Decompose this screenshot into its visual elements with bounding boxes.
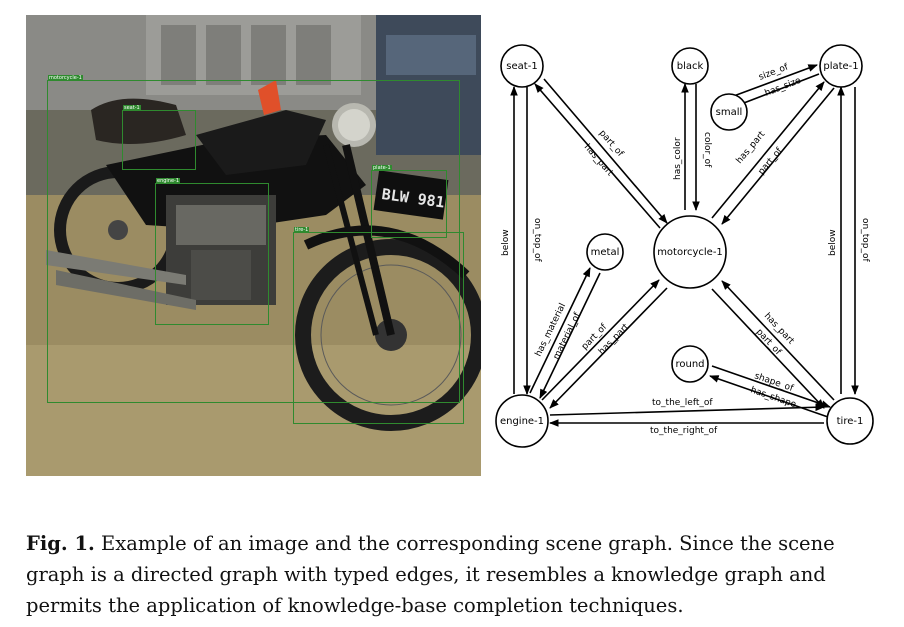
edge-tire-has-part xyxy=(721,280,835,401)
figure-caption: Fig. 1. Example of an image and the corr… xyxy=(26,528,894,621)
label-to-the-right-of: to_the_right_of xyxy=(650,426,718,436)
caption-line-1: Fig. 1. Example of an image and the corr… xyxy=(26,528,894,559)
bbox-engine: engine-1 xyxy=(155,178,269,325)
label-plate-on-top-of: on_top_of xyxy=(860,218,870,262)
label-seat-on-top-of: on_top_of xyxy=(532,218,542,262)
bbox-tag-plate: plate-1 xyxy=(372,165,392,171)
bbox-motorcycle: motorcycle-1 xyxy=(47,75,460,403)
node-small xyxy=(710,93,748,131)
node-motorcycle xyxy=(653,215,727,289)
node-engine xyxy=(495,394,549,448)
label-size-of: size_of xyxy=(757,62,790,83)
label-color-of: color_of xyxy=(702,132,712,168)
bbox-plate: plate-1 xyxy=(371,165,447,238)
node-label-seat: seat-1 xyxy=(506,61,537,72)
label-to-the-left-of: to_the_left_of xyxy=(652,398,713,408)
edge-has-material xyxy=(529,267,591,394)
label-plate-has-part: has_part xyxy=(735,129,768,166)
bbox-seat: seat-1 xyxy=(122,105,196,170)
edge-shape-of xyxy=(711,365,831,408)
bbox-tag-tire: tire-1 xyxy=(294,227,310,233)
edge-engine-has-part xyxy=(549,287,668,409)
caption-line-2: graph is a directed graph with typed edg… xyxy=(26,563,826,586)
label-plate-below: below xyxy=(828,229,838,256)
edge-has-size xyxy=(735,73,820,107)
edge-plate-part-of xyxy=(721,87,835,225)
edge-has-shape xyxy=(709,375,829,418)
scene-graph: part_of has_part has_color color_of has_… xyxy=(484,30,904,460)
edge-tire-part-of xyxy=(711,288,825,409)
node-label-small: small xyxy=(716,107,743,118)
node-black xyxy=(671,47,709,85)
node-seat xyxy=(500,44,544,88)
edge-seat-has-part xyxy=(534,83,661,229)
caption-text-1: Example of an image and the correspondin… xyxy=(101,532,835,555)
edge-engine-part-of xyxy=(541,279,660,401)
node-label-round: round xyxy=(675,359,704,370)
node-label-metal: metal xyxy=(591,247,620,258)
edge-to-the-left-of xyxy=(549,403,825,416)
edge-material-of xyxy=(539,272,601,399)
label-has-color: has_color xyxy=(673,137,683,180)
node-metal xyxy=(586,233,624,271)
bbox-tag-engine: engine-1 xyxy=(156,178,181,184)
node-label-engine: engine-1 xyxy=(500,416,544,427)
motorcycle-photo: BLW 981 xyxy=(26,15,481,476)
bbox-tag-motorcycle: motorcycle-1 xyxy=(48,75,83,81)
node-label-black: black xyxy=(677,61,704,72)
edge-size-of xyxy=(730,64,818,98)
edge-plate-has-part xyxy=(711,81,825,219)
bbox-tag-seat: seat-1 xyxy=(123,105,141,111)
node-plate xyxy=(819,44,863,88)
node-label-motorcycle: motorcycle-1 xyxy=(657,247,723,258)
node-label-plate: plate-1 xyxy=(823,61,858,72)
label-plate-part-of: part_of xyxy=(757,146,786,177)
node-tire xyxy=(826,397,874,445)
caption-line-3: permits the application of knowledge-bas… xyxy=(26,594,684,617)
edge-seat-part-of xyxy=(543,78,668,224)
figure-label: Fig. 1. xyxy=(26,532,95,555)
label-seat-below: below xyxy=(501,229,511,256)
node-round xyxy=(671,345,709,383)
bbox-tire: tire-1 xyxy=(293,227,464,424)
scene-photo: BLW 981 motorcycle-1 seat-1 engine-1 pla… xyxy=(26,15,481,476)
node-label-tire: tire-1 xyxy=(837,416,864,427)
scene-graph-svg: part_of has_part has_color color_of has_… xyxy=(495,44,874,448)
